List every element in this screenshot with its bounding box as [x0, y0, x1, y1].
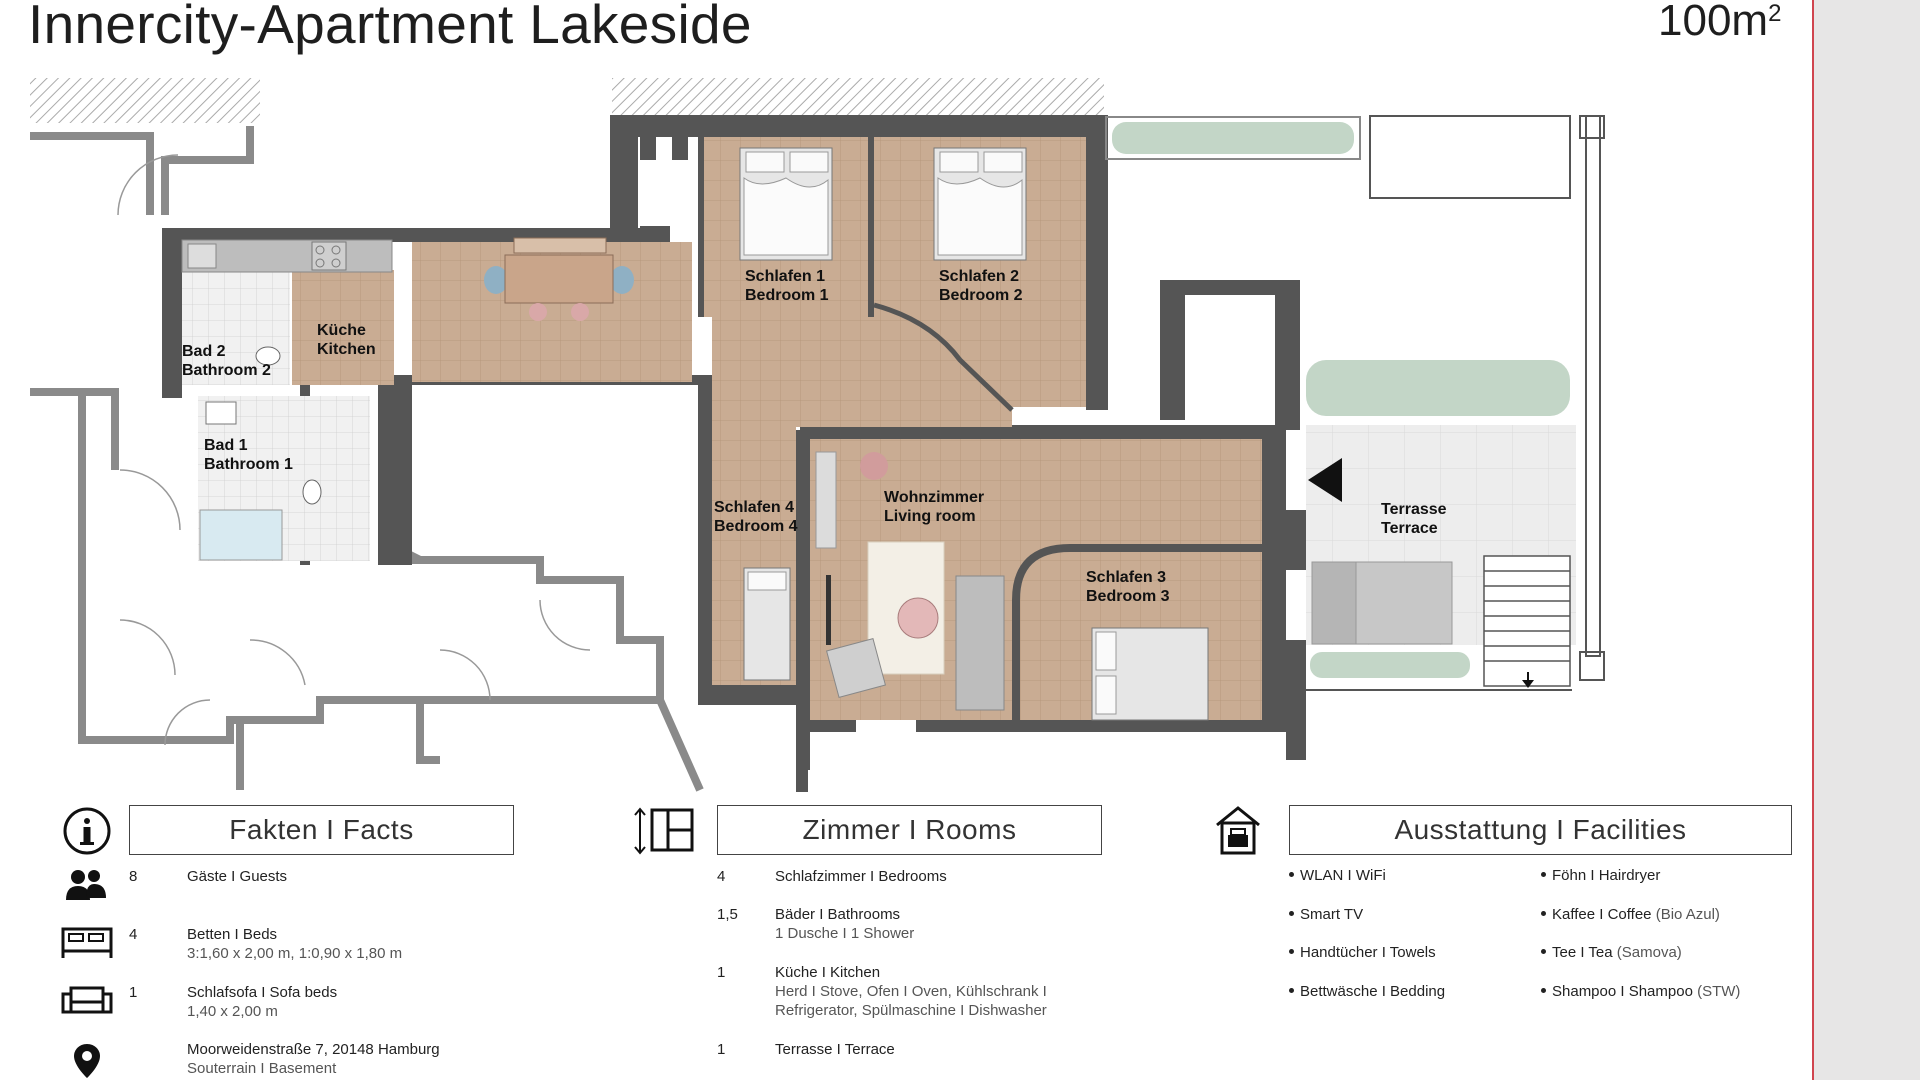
floor-kitchen: [292, 270, 394, 385]
entrance-arrow-icon: [1308, 458, 1342, 502]
living-sofa: [955, 575, 1005, 711]
planter-top-plants: [1112, 122, 1354, 154]
dining-bench: [513, 237, 607, 254]
dining-chair-bottom1: [529, 303, 547, 321]
tv: [826, 575, 831, 645]
bed-bedroom1: [739, 147, 833, 261]
floor-hall: [712, 317, 1012, 427]
dining-chair-bottom2: [571, 303, 589, 321]
dining-table: [504, 254, 614, 304]
dining-chair-left: [484, 266, 508, 294]
planter-top: [1105, 116, 1361, 160]
bedroom3-curved-wall: [1012, 544, 1262, 720]
terrace-sofa-back: [1311, 561, 1357, 645]
facility-coffee: Kaffee I Coffee (Bio Azul): [1541, 906, 1720, 923]
page-title: Innercity-Apartment Lakeside: [28, 0, 752, 55]
fact-guests-label: Gäste I Guests: [187, 868, 288, 885]
guests-icon: [66, 870, 106, 900]
section-facilities-header: Ausstattung I Facilities: [1289, 805, 1792, 855]
terrace-railing: [1306, 115, 1605, 691]
room-bedrooms-label: Schlafzimmer I Bedrooms: [775, 868, 947, 885]
living-chair: [860, 452, 888, 480]
floor-bad2: [182, 270, 290, 385]
kitchen-counter: [181, 239, 393, 273]
fact-guests-number: 8: [129, 868, 138, 885]
kitchen-stove: [311, 241, 347, 271]
floorplan-icon: [634, 807, 694, 855]
info-icon: [63, 807, 111, 855]
bed-bedroom3: [1091, 627, 1209, 721]
bathtub: [199, 509, 283, 561]
room-terrace-label: Terrasse I Terrace: [775, 1041, 895, 1058]
neighbour-doors: [117, 154, 591, 746]
sofa-icon: [61, 986, 113, 1014]
coffee-table: [897, 597, 939, 639]
toilet-bad1: [302, 479, 322, 505]
neighbour-walls: [30, 126, 704, 792]
apartment-area: 100m2: [1658, 0, 1782, 45]
section-facts-header: Fakten I Facts: [129, 805, 514, 855]
room-bathrooms-number: 1,5: [717, 906, 738, 923]
living-armchair: [825, 637, 887, 699]
fact-beds-number: 4: [129, 926, 138, 943]
section-rooms-header: Zimmer I Rooms: [717, 805, 1102, 855]
room-kitchen-number: 1: [717, 964, 726, 981]
room-terrace-number: 1: [717, 1041, 726, 1058]
house-icon: [1216, 806, 1260, 855]
bed-bedroom2: [933, 147, 1027, 261]
terrace-stairs: [1483, 555, 1571, 687]
facility-shampoo: Shampoo I Shampoo (STW): [1541, 983, 1740, 1000]
sink-bad1: [205, 401, 237, 425]
location-pin-icon: [74, 1044, 100, 1078]
facility-smart-tv: Smart TV: [1289, 906, 1363, 923]
facility-tea: Tee I Tea (Samova): [1541, 944, 1682, 961]
facility-wifi: WLAN I WiFi: [1289, 867, 1386, 884]
kitchen-sink: [187, 243, 217, 269]
toilet-bad2: [255, 346, 281, 366]
terrace-stairs-arrowhead-icon: [1522, 680, 1534, 688]
facility-towels: Handtücher I Towels: [1289, 944, 1436, 961]
dining-chair-right: [610, 266, 634, 294]
facility-bedding: Bettwäsche I Bedding: [1289, 983, 1445, 1000]
fact-sofa-number: 1: [129, 984, 138, 1001]
hall-curved-wall: [873, 302, 1014, 412]
room-bedrooms-number: 4: [717, 868, 726, 885]
ground-hatch-center: [612, 78, 1104, 116]
right-sidebar: [1812, 0, 1920, 1080]
bed-bedroom4: [743, 567, 791, 681]
ground-hatch-left: [30, 78, 260, 123]
facility-hairdryer: Föhn I Hairdryer: [1541, 867, 1660, 884]
planter-bottom-plants: [1310, 652, 1470, 678]
bed-icon: [61, 927, 113, 958]
tv-console: [815, 451, 837, 549]
planter-middle-plants: [1306, 360, 1570, 416]
